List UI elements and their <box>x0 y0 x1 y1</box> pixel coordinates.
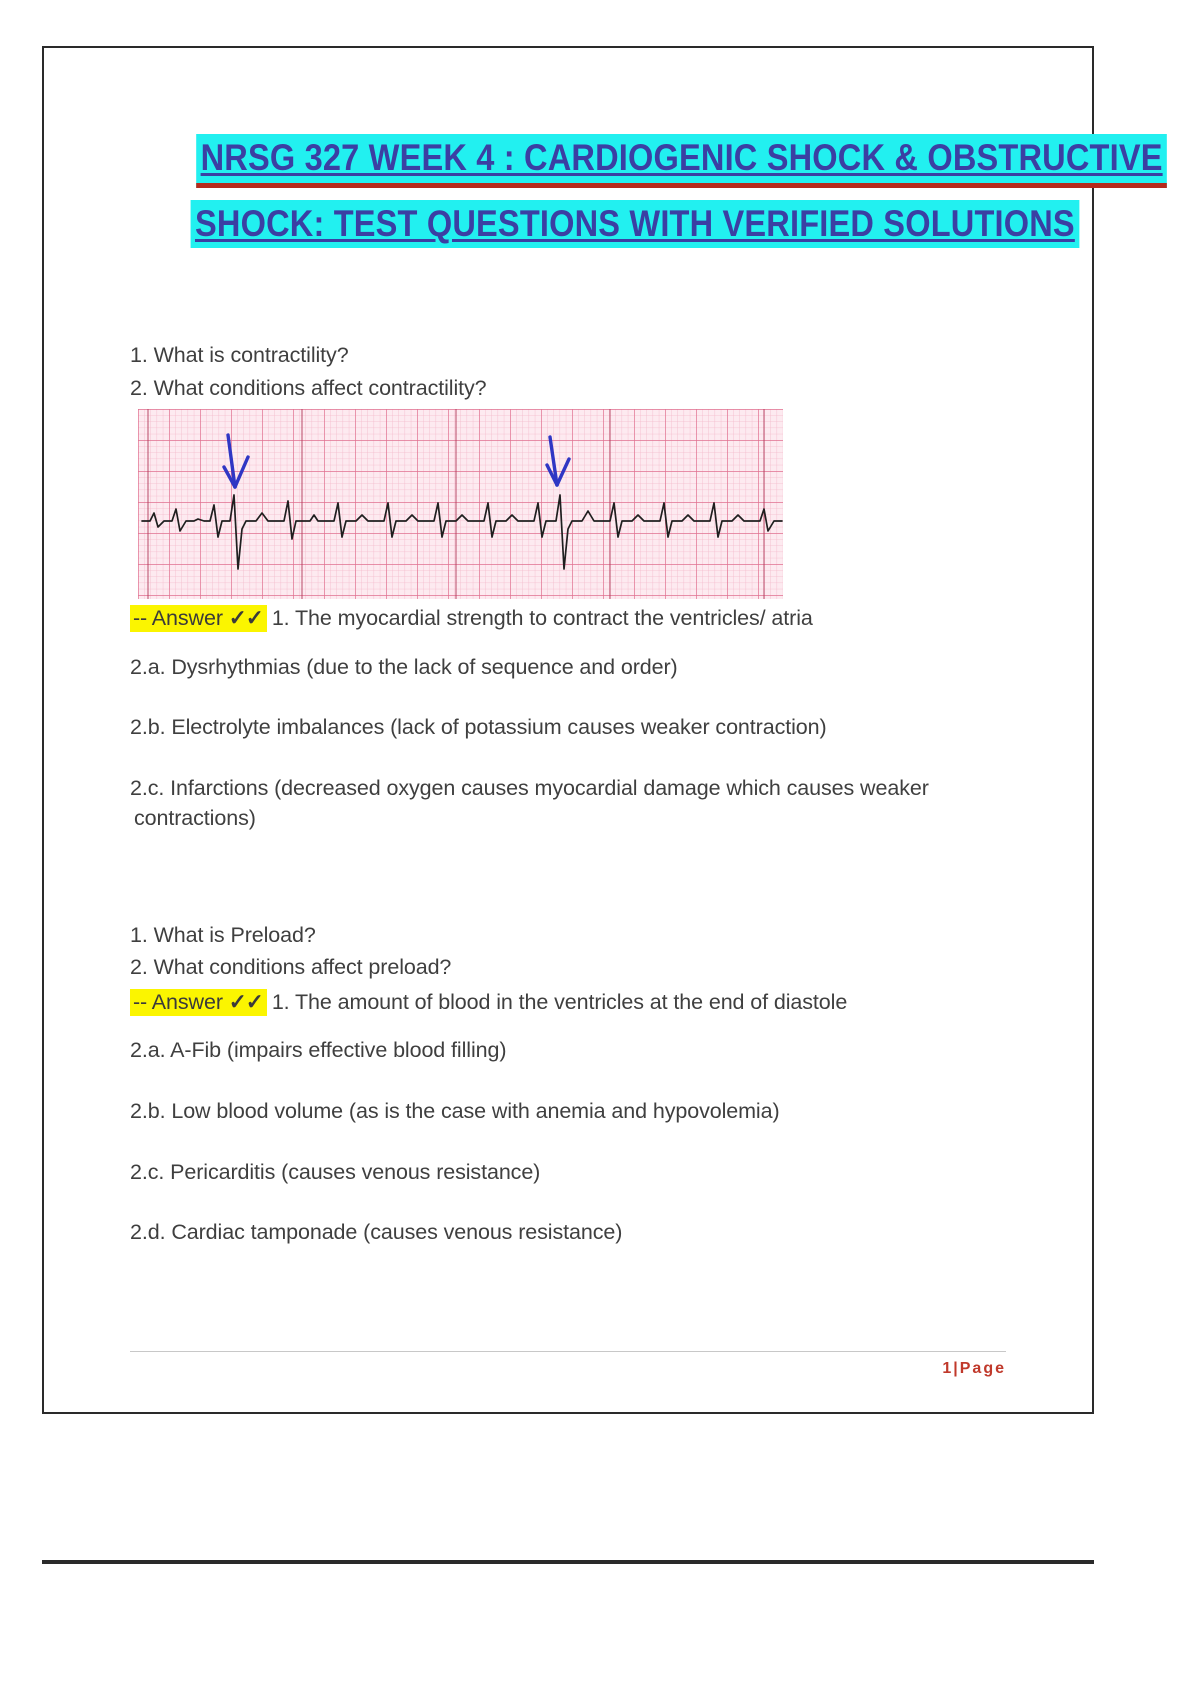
answer-check-icon: ✓✓ <box>228 989 264 1014</box>
list-item: 2.b. Low blood volume (as is the case wi… <box>130 1098 780 1123</box>
document-content: NRSG 327 WEEK 4 : CARDIOGENIC SHOCK & OB… <box>44 48 1168 1412</box>
list-item: 2.c. Infarctions (decreased oxygen cause… <box>130 773 1006 834</box>
answer-label: -- Answer ✓✓ <box>130 988 267 1016</box>
title-line-2: SHOCK: TEST QUESTIONS WITH VERIFIED SOLU… <box>130 199 1080 249</box>
document-body: 1. What is contractility? 2. What condit… <box>130 340 1006 1247</box>
annotation-arrow-icon <box>545 435 571 488</box>
list-item: 2.a. Dysrhythmias (due to the lack of se… <box>130 654 678 679</box>
list-item-line-1: 2.c. Infarctions (decreased oxygen cause… <box>130 775 929 800</box>
page-number: 1|Page <box>942 1360 1006 1377</box>
list-item: 2.b. Electrolyte imbalances (lack of pot… <box>130 715 827 740</box>
list-item-line-2: contractions) <box>134 806 256 831</box>
answer-label: -- Answer ✓✓ <box>130 605 267 633</box>
footer-divider <box>130 1351 1006 1352</box>
document-title: NRSG 327 WEEK 4 : CARDIOGENIC SHOCK & OB… <box>130 134 1168 249</box>
ecg-rhythm-strip-graphic <box>138 409 783 600</box>
document-sheet: NRSG 327 WEEK 4 : CARDIOGENIC SHOCK & OB… <box>42 46 1168 1414</box>
title-line-1: NRSG 327 WEEK 4 : CARDIOGENIC SHOCK & OB… <box>130 134 1168 188</box>
page-footer: 1|Page <box>130 1351 1006 1378</box>
answer-check-icon: ✓✓ <box>228 606 264 631</box>
ecg-rhythm-strip <box>138 409 783 600</box>
question-line: 1. What is contractility? <box>130 343 349 368</box>
question-line: 1. What is Preload? <box>130 922 316 947</box>
next-page-edge <box>42 1560 1094 1564</box>
list-item: 2.a. A-Fib (impairs effective blood fill… <box>130 1038 507 1063</box>
section-spacer <box>130 864 1006 920</box>
answer-text: 1. The amount of blood in the ventricles… <box>271 989 848 1014</box>
title-line-2-text: SHOCK: TEST QUESTIONS WITH VERIFIED SOLU… <box>190 199 1080 249</box>
answer-label-text: -- Answer <box>133 606 229 631</box>
question-line: 2. What conditions affect contractility? <box>130 375 487 400</box>
answer-line: -- Answer ✓✓1. The myocardial strength t… <box>130 603 1006 634</box>
title-line-1-text: NRSG 327 WEEK 4 : CARDIOGENIC SHOCK & OB… <box>196 134 1168 188</box>
answer-line: -- Answer ✓✓1. The amount of blood in th… <box>130 987 1006 1018</box>
answer-text: 1. The myocardial strength to contract t… <box>271 606 813 631</box>
list-item: 2.c. Pericarditis (causes venous resista… <box>130 1159 541 1184</box>
annotation-arrow-icon <box>222 433 250 490</box>
answer-label-text: -- Answer <box>133 989 229 1014</box>
list-item: 2.d. Cardiac tamponade (causes venous re… <box>130 1220 623 1245</box>
question-line: 2. What conditions affect preload? <box>130 955 452 980</box>
